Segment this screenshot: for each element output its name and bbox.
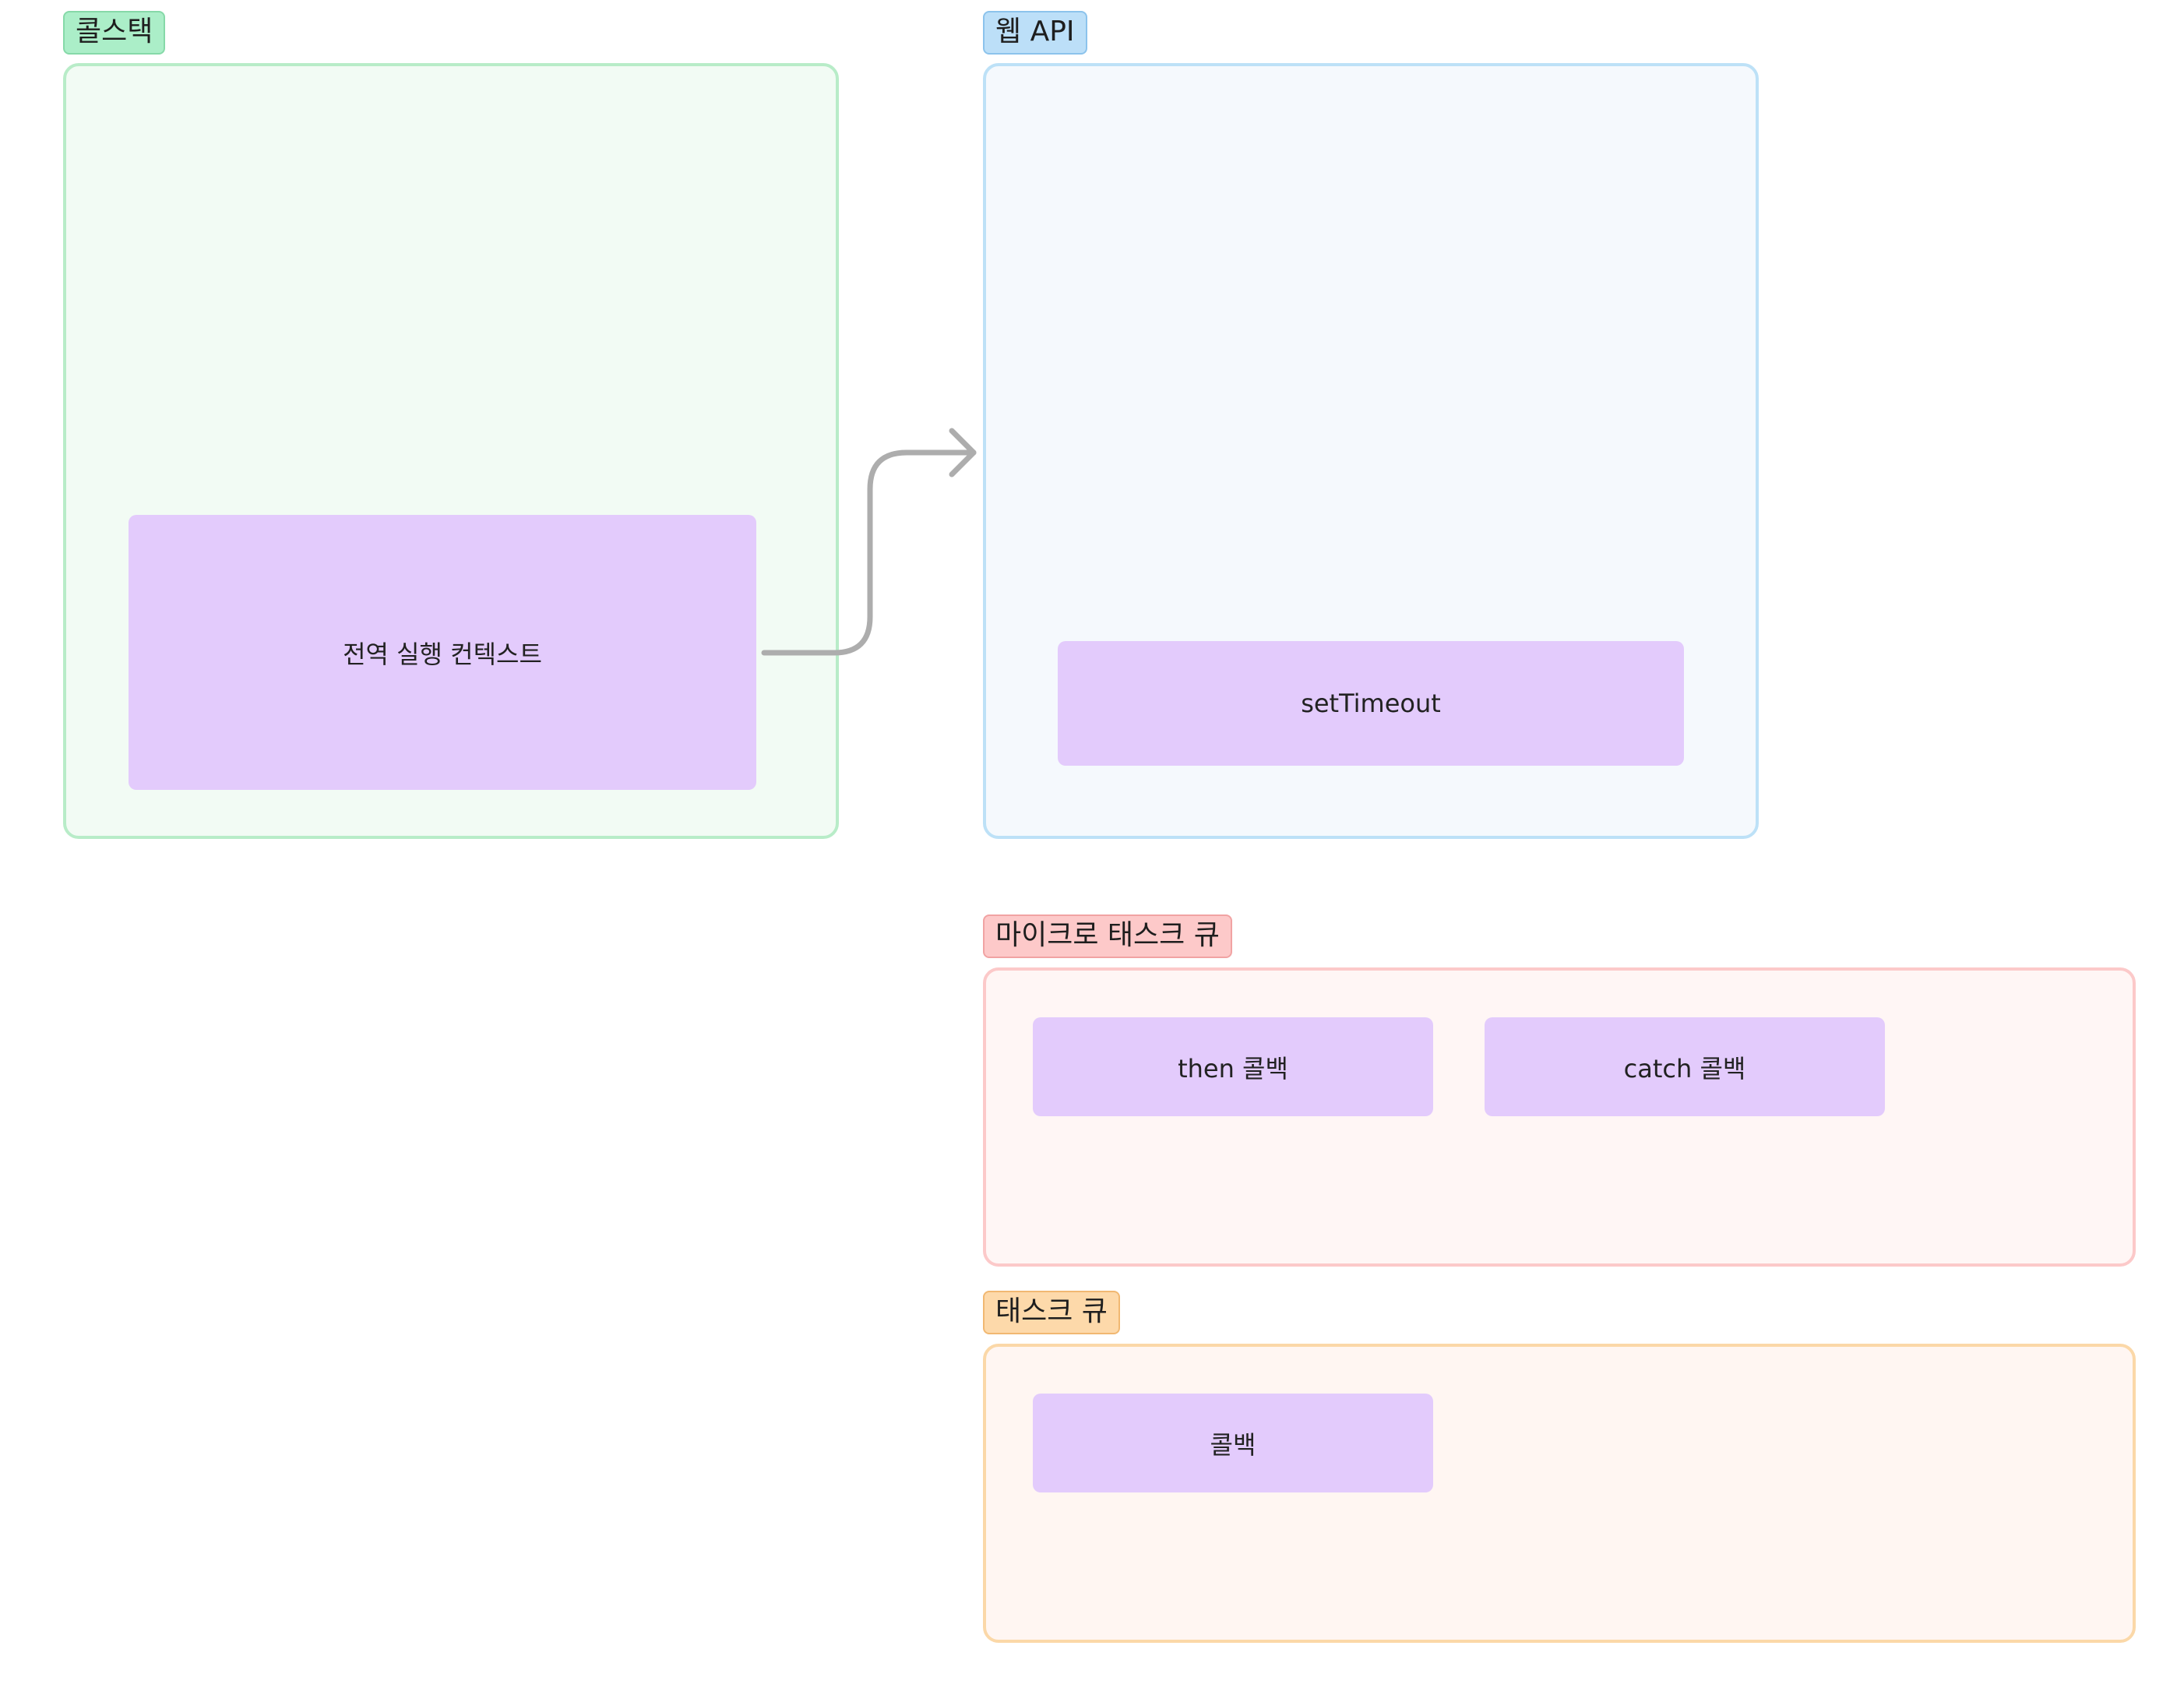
then-callback-card[interactable]: then 콜백 (1033, 1017, 1433, 1116)
set-timeout-label: setTimeout (1301, 689, 1441, 718)
microtask-queue-frame (983, 967, 2136, 1267)
task-queue-label: 태스크 큐 (983, 1291, 1120, 1334)
call-stack-label: 콜스택 (63, 11, 166, 55)
callback-label: 콜백 (1210, 1429, 1256, 1460)
set-timeout-card[interactable]: setTimeout (1058, 641, 1684, 766)
catch-callback-card[interactable]: catch 콜백 (1485, 1017, 1885, 1116)
callback-card[interactable]: 콜백 (1033, 1394, 1433, 1492)
global-context-label: 전역 실행 컨텍스트 (343, 639, 542, 669)
task-queue-frame (983, 1344, 2136, 1643)
catch-callback-label: catch 콜백 (1623, 1053, 1746, 1084)
web-api-label: 웹 API (983, 11, 1087, 55)
then-callback-label: then 콜백 (1178, 1053, 1288, 1084)
microtask-queue-label: 마이크로 태스크 큐 (983, 914, 1232, 958)
connector-arrowhead (949, 428, 977, 477)
global-context-card[interactable]: 전역 실행 컨텍스트 (129, 515, 756, 790)
